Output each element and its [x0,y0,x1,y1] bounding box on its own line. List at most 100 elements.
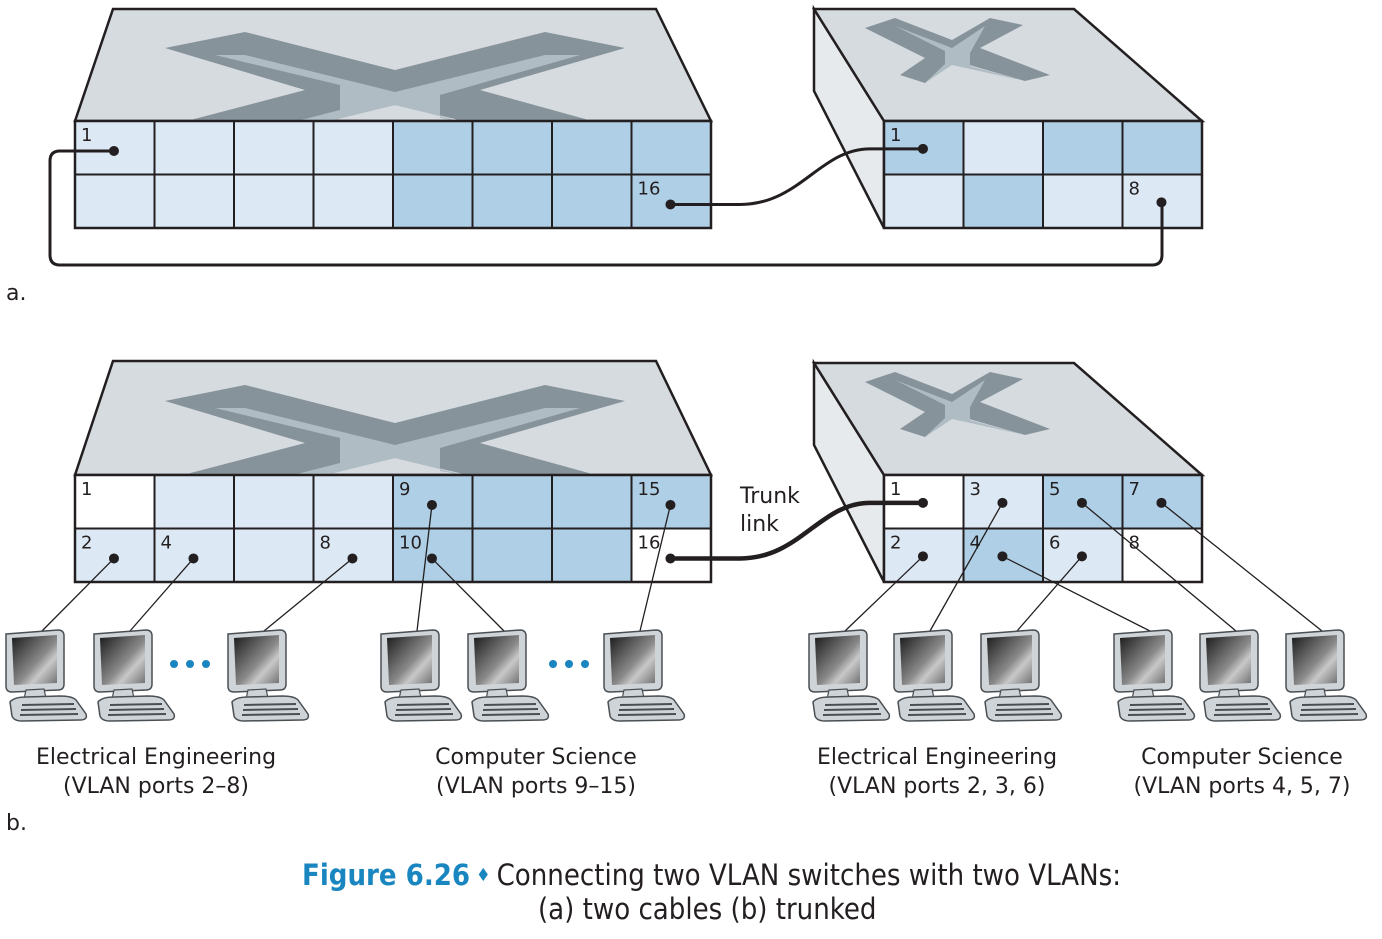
switch-port-10: 10 [392,527,474,583]
group-label-cs-left: Computer Science [435,745,637,770]
group-label-ee-right: Electrical Engineering [817,745,1057,770]
trunk-link-cable [670,500,923,561]
cable-port16-to-port1 [670,147,923,206]
switch-port [471,474,553,530]
switch-port [392,120,474,176]
switch-port [233,120,315,176]
switch-port-7: 7 [1121,474,1203,530]
computer-icon [227,629,310,722]
switch-port [630,120,712,176]
switch-port-4: 4 [153,527,235,583]
switch-port [233,173,315,229]
ellipsis-cs-left [549,660,589,668]
computer-icon [980,629,1063,722]
computer-icon [467,629,550,722]
switch-x-icon [865,372,1050,437]
group-ports-cs-right: (VLAN ports 4, 5, 7) [1134,774,1351,799]
switch-port [551,474,633,530]
computer-icon [808,629,891,722]
port-number: 1 [81,125,92,146]
computer-icon [1113,629,1196,722]
a-right-switch: 18 [811,4,1206,230]
switch-port [233,527,315,583]
switch-port [74,173,156,229]
switch-port-2: 2 [74,527,156,583]
switch-port [392,173,474,229]
computer-icon [5,629,88,722]
port-to-computer-wire [1161,502,1323,632]
cable-port1-to-port8 [48,149,1164,267]
switch-port [962,173,1044,229]
switch-port [551,120,633,176]
port-number: 8 [1129,179,1140,200]
b-right-switch: 1 3 5 7 2 4 6 8 [811,358,1206,584]
switch-x-icon [160,385,625,495]
switch-port [471,120,553,176]
a-left-switch: 1 16 [73,7,714,230]
switch-port [1121,120,1203,176]
port-number: 5 [1049,479,1060,500]
port-to-computer-wire [1081,502,1237,632]
port-number: 7 [1129,479,1140,500]
port-to-computer-wire [431,558,505,632]
panel-b-label: b. [6,811,27,836]
port-number: 8 [320,533,331,554]
port-to-computer-wire [416,504,433,632]
switch-port [153,173,235,229]
caption-text-1: Connecting two VLAN switches with two VL… [496,858,1122,892]
switch-port [153,120,235,176]
port-number: 9 [399,479,410,500]
switch-port-15: 15 [630,474,712,530]
port-number: 4 [970,533,981,554]
switch-x-icon [865,18,1050,83]
switch-port [551,173,633,229]
switch-port [1042,173,1124,229]
switch-port-8: 8 [1121,527,1203,583]
caption-line-2: (a) two cables (b) trunked [538,892,876,926]
computer-icon [93,629,176,722]
group-ports-cs-left: (VLAN ports 9–15) [436,774,636,799]
port-to-computer-wire [844,555,924,632]
group-label-ee-left: Electrical Engineering [36,745,276,770]
port-to-computer-wire [1002,555,1151,632]
switch-port [153,474,235,530]
switch-port [471,173,553,229]
port-number: 1 [81,479,92,500]
computer-icon [893,629,976,722]
port-number: 16 [638,533,661,554]
trunk-link-label-line1: Trunk [739,484,800,509]
switch-port [962,120,1044,176]
switch-port [883,173,965,229]
port-to-computer-wire [41,558,115,632]
caption-line-1: Figure 6.26♦Connecting two VLAN switches… [302,858,1121,892]
switch-port [312,120,394,176]
port-number: 2 [81,533,92,554]
port-to-computer-wire [1016,555,1083,632]
port-number: 1 [890,125,901,146]
port-number: 15 [638,479,661,500]
port-number: 2 [890,533,901,554]
port-number: 1 [890,479,901,500]
switch-port [312,474,394,530]
switch-port [312,173,394,229]
switch-port-8: 8 [1121,173,1203,229]
port-to-computer-wire [129,558,194,632]
switch-port-4: 4 [962,527,1044,583]
switch-port-1: 1 [74,474,156,530]
switch-port-1: 1 [74,120,156,176]
switch-port [1042,120,1124,176]
ellipsis-ee-left [170,660,210,668]
switch-port [233,474,315,530]
port-to-computer-wire [263,557,353,632]
figure-number: Figure 6.26 [302,858,471,892]
switch-port-16: 16 [630,173,712,229]
group-label-cs-right: Computer Science [1141,745,1343,770]
switch-port [471,527,553,583]
switch-port-8: 8 [312,527,394,583]
switch-port-9: 9 [392,474,474,530]
switch-port-6: 6 [1042,527,1124,583]
port-number: 6 [1049,533,1060,554]
port-number: 3 [970,479,981,500]
